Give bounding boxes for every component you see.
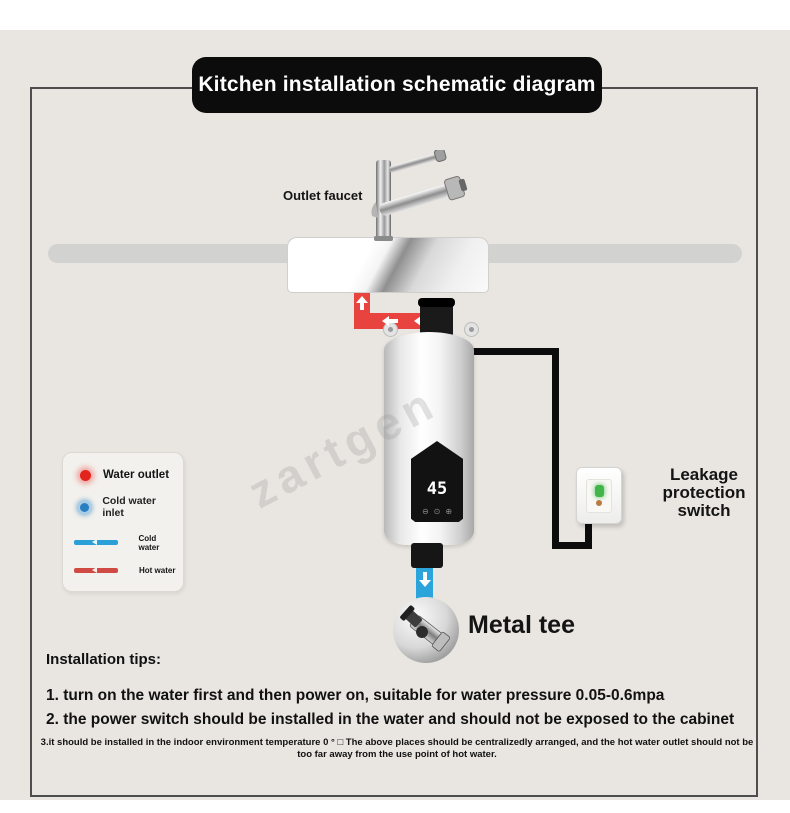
red-pipe-icon [74, 566, 118, 573]
tip-item-1: 1. turn on the water first and then powe… [46, 687, 665, 704]
legend-label: Cold water inlet [102, 495, 156, 520]
legend-icon-cell [67, 469, 103, 481]
mini-arrow-icon [92, 566, 97, 573]
legend-item-cold-inlet: Cold water inlet [67, 495, 179, 519]
power-cable-segment [455, 348, 559, 355]
plus-button-icon: ⊕ [445, 507, 453, 516]
legend-panel: Water outlet Cold water inlet Cold water… [62, 452, 184, 592]
mounting-ear-right [464, 322, 479, 337]
legend-icon-cell [67, 499, 102, 515]
arrow-head [382, 316, 389, 326]
legend-label: Hot water [139, 565, 176, 575]
orange-indicator-icon [596, 500, 602, 506]
arrow-stem [423, 572, 427, 580]
arrow-head [356, 296, 368, 303]
page-title: Kitchen installation schematic diagram [198, 73, 596, 96]
sink-basin [287, 237, 489, 293]
title-banner: Kitchen installation schematic diagram [192, 57, 602, 113]
temperature-display: 45 [426, 479, 448, 499]
power-cable-segment [552, 542, 592, 549]
arrow-stem [389, 319, 398, 323]
heater-control-panel: 45 ⊖ ⊙ ⊕ [411, 441, 463, 522]
legend-icon-cell [67, 566, 125, 573]
tip-item-2: 2. the power switch should be installed … [46, 711, 735, 728]
flow-arrow-left-icon [382, 316, 398, 326]
legend-item-water-outlet: Water outlet [67, 469, 179, 481]
legend-item-cold-water: Cold water [67, 534, 179, 552]
heater-inlet-fitting [411, 543, 443, 568]
arrow-stem [360, 303, 364, 310]
heater-outlet-cap [418, 298, 455, 307]
metal-tee-icon [393, 597, 459, 663]
legend-item-hot-water: Hot water [67, 566, 179, 575]
tips-heading: Installation tips: [46, 651, 162, 668]
power-button-icon: ⊙ [433, 507, 441, 516]
switch-panel [586, 478, 612, 513]
blue-pipe-icon [73, 539, 118, 546]
flow-arrow-up-icon [356, 296, 368, 310]
mini-arrow-icon [91, 539, 97, 546]
arrow-head [414, 316, 421, 326]
legend-label: Water outlet [103, 469, 170, 482]
red-dot-icon [79, 469, 91, 481]
metal-tee-label: Metal tee [468, 611, 575, 639]
green-indicator-icon [594, 485, 604, 497]
faucet-icon [371, 150, 468, 241]
arrow-head [419, 580, 431, 587]
leakage-protection-switch [576, 467, 622, 524]
minus-button-icon: ⊖ [421, 507, 429, 516]
outlet-faucet-label: Outlet faucet [283, 188, 363, 203]
tip-item-3: 3.it should be installed in the indoor e… [40, 737, 754, 760]
panel-buttons: ⊖ ⊙ ⊕ [422, 508, 452, 516]
blue-ring-icon [77, 499, 93, 515]
power-cable-segment [552, 348, 559, 549]
legend-label: Cold water [138, 533, 160, 552]
flow-arrow-down-icon [419, 572, 431, 587]
power-cable-segment [585, 517, 592, 549]
legend-icon-cell [67, 539, 124, 546]
leakage-switch-label: Leakage protection switch [662, 465, 746, 521]
